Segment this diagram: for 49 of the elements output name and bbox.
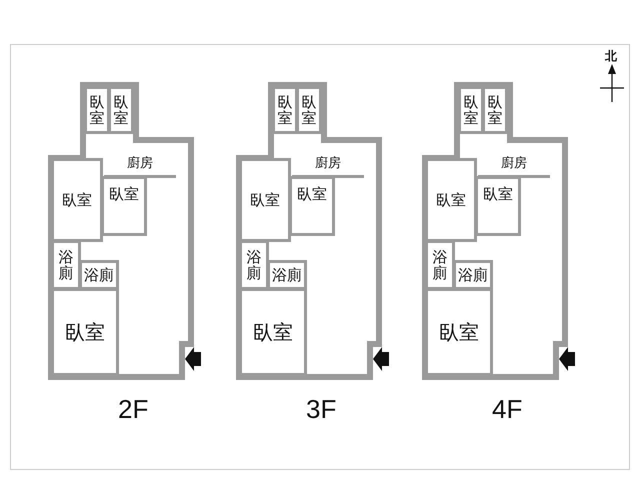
room <box>453 260 493 290</box>
room <box>425 240 455 290</box>
room-label: 臥室 <box>297 185 327 203</box>
floor-label: 4F <box>492 394 522 425</box>
room-label: 臥室 <box>278 94 292 126</box>
floor-label: 3F <box>306 394 336 425</box>
room-label: 浴廁 <box>458 266 488 284</box>
room <box>482 86 508 134</box>
room <box>84 86 110 134</box>
room-label: 浴廁 <box>246 248 262 282</box>
room <box>289 176 335 236</box>
room <box>108 86 134 134</box>
room <box>239 288 307 376</box>
room-label: 臥室 <box>464 94 478 126</box>
room <box>51 240 81 290</box>
north-label: 北 <box>605 48 617 65</box>
room-label: 臥室 <box>109 185 139 203</box>
room-label: 臥室 <box>90 94 104 126</box>
room <box>239 240 269 290</box>
room-label: 臥室 <box>483 185 513 203</box>
room <box>475 176 521 236</box>
room-label: 浴廁 <box>84 266 114 284</box>
room-label: 臥室 <box>114 94 128 126</box>
room <box>51 288 119 376</box>
room-label: 浴廁 <box>272 266 302 284</box>
room <box>458 86 484 134</box>
room-label: 廚房 <box>127 156 153 172</box>
room <box>425 288 493 376</box>
room <box>51 158 103 242</box>
room-label: 臥室 <box>253 320 293 344</box>
room <box>267 260 307 290</box>
room <box>272 86 298 134</box>
room <box>425 158 477 242</box>
room <box>79 260 119 290</box>
room-label: 臥室 <box>436 191 466 209</box>
room-label: 臥室 <box>65 320 105 344</box>
room-label: 臥室 <box>302 94 316 126</box>
room-label: 臥室 <box>250 191 280 209</box>
room <box>296 86 322 134</box>
room-label: 廚房 <box>315 156 341 172</box>
room <box>239 158 291 242</box>
room-label: 臥室 <box>488 94 502 126</box>
room-label: 浴廁 <box>58 248 74 282</box>
room <box>101 176 147 236</box>
room-label: 浴廁 <box>432 248 448 282</box>
room-label: 臥室 <box>62 191 92 209</box>
room-label: 廚房 <box>501 156 527 172</box>
room-label: 臥室 <box>439 320 479 344</box>
floor-label: 2F <box>118 394 148 425</box>
